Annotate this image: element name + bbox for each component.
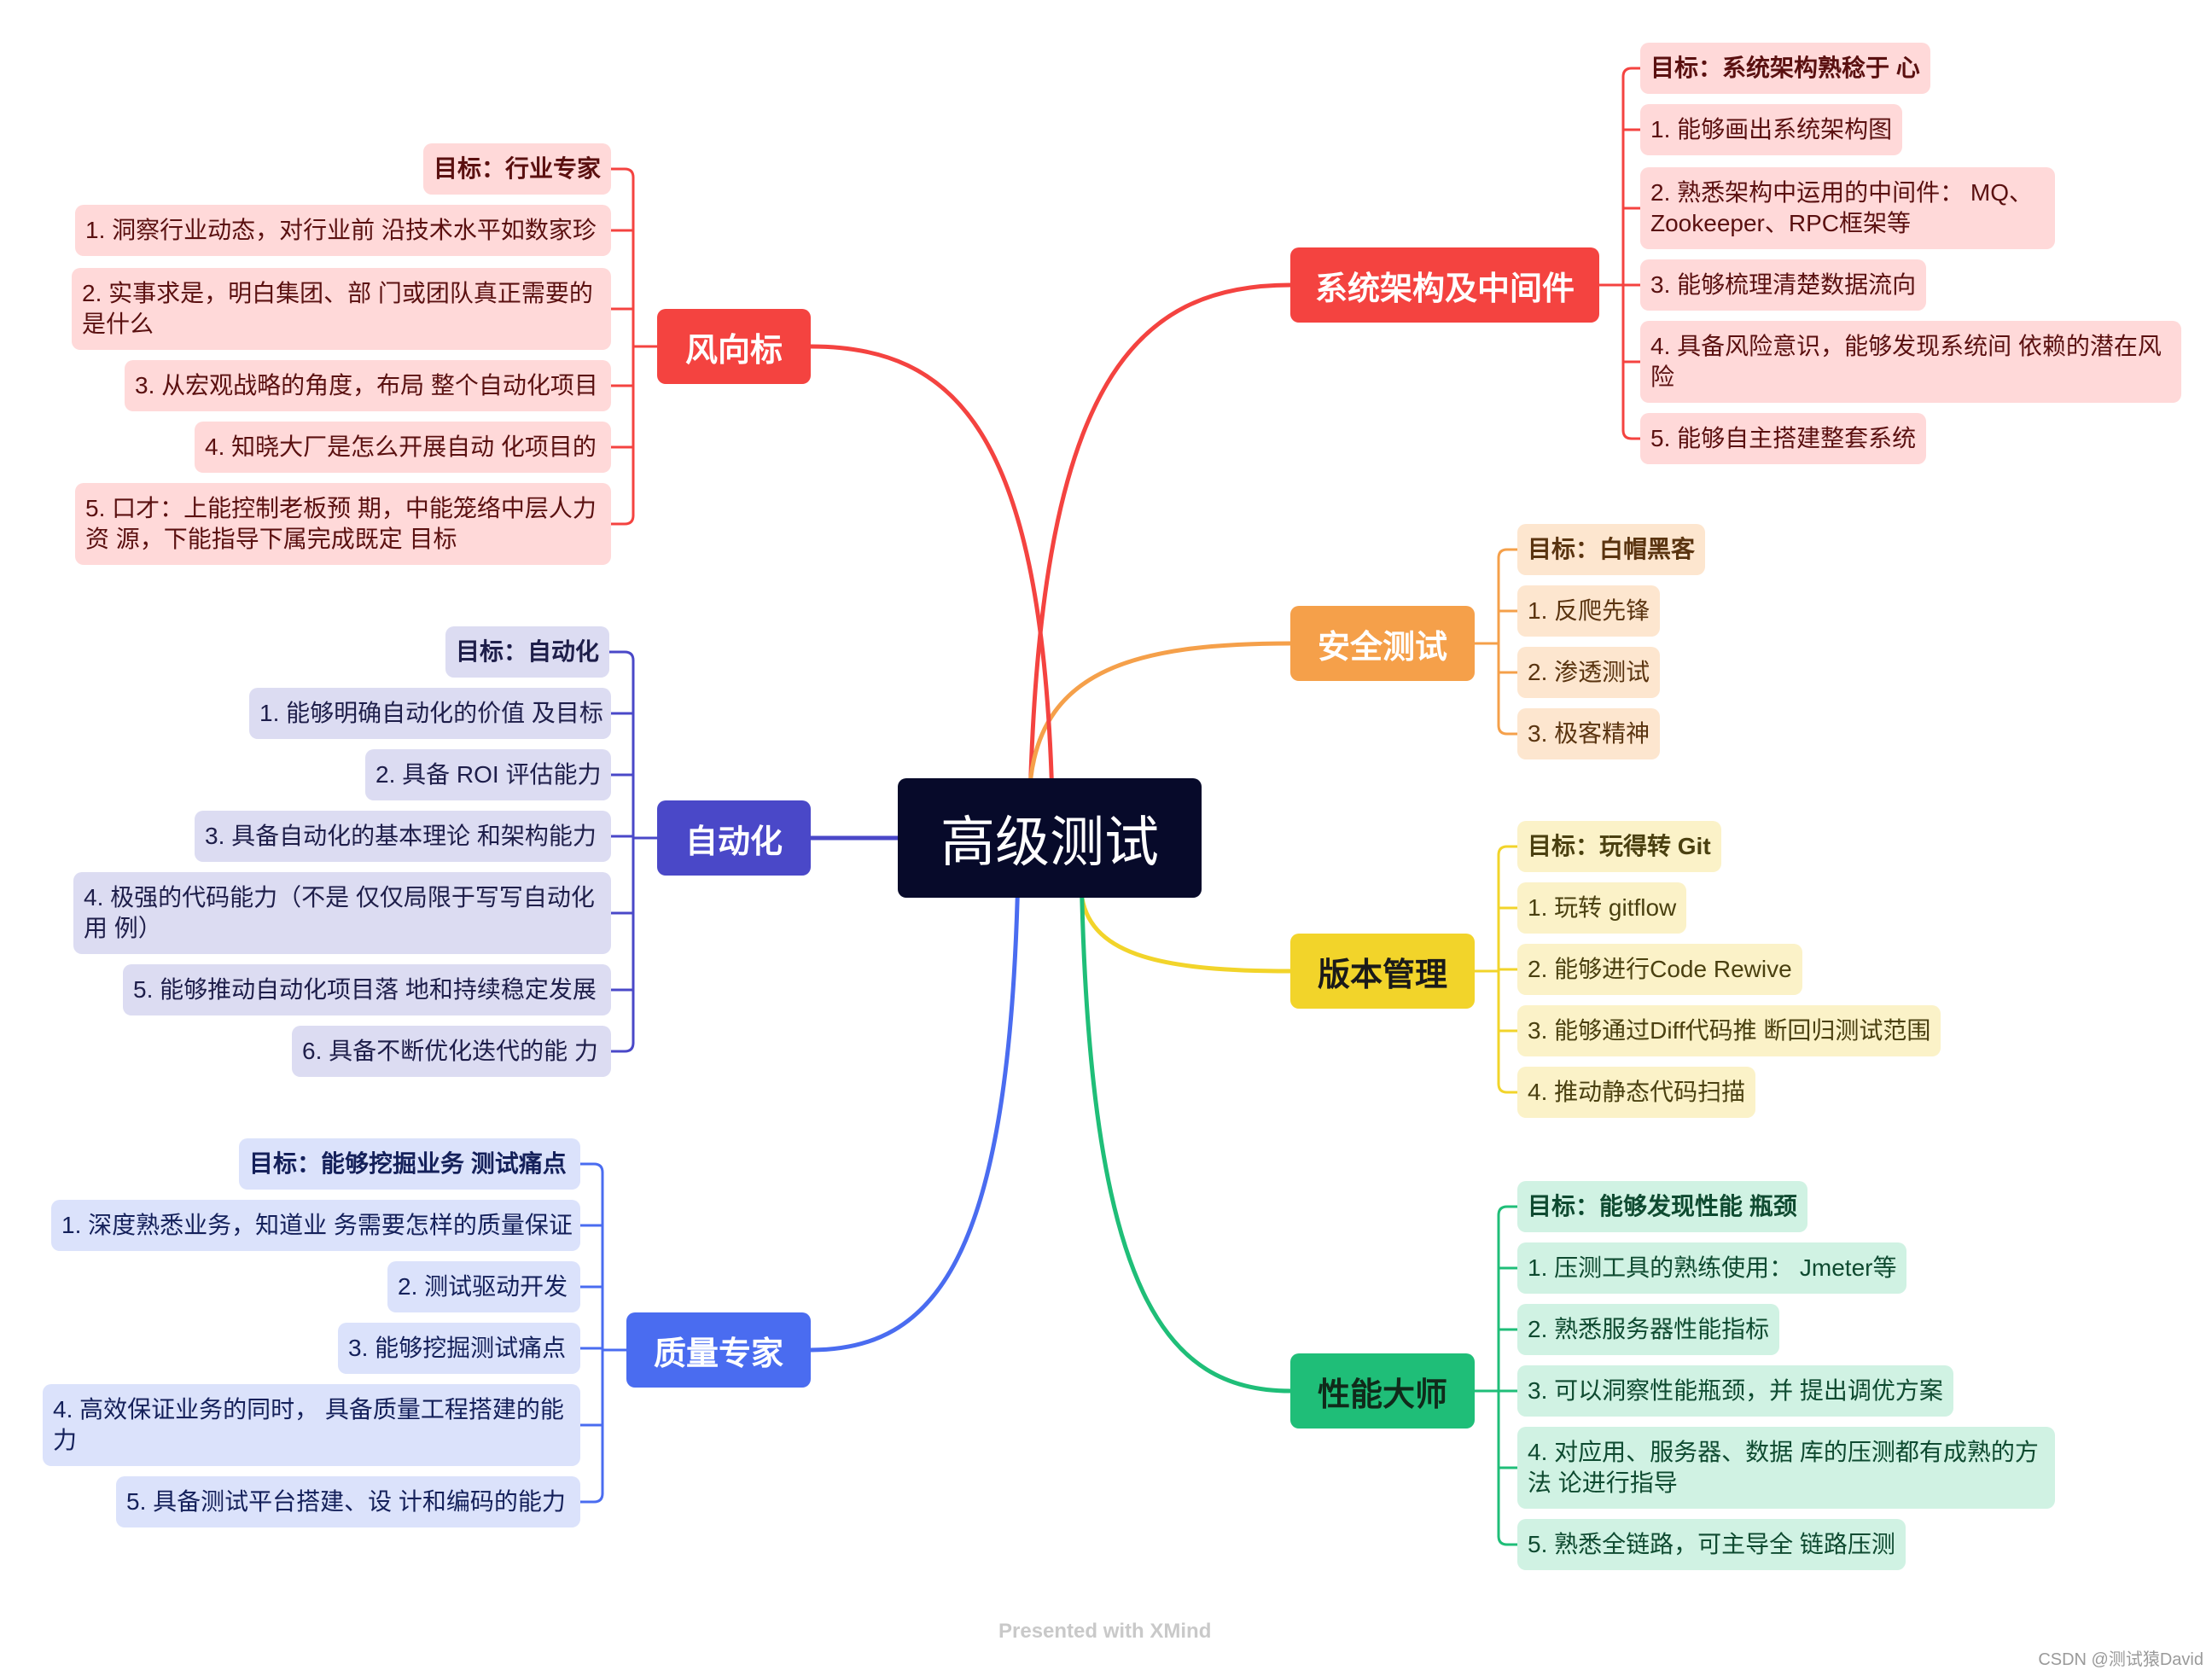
watermark: CSDN @测试猿David [2038, 1650, 2203, 1669]
quality-item-3[interactable]: 3. 能够挖掘测试痛点 [338, 1323, 580, 1374]
wind-item-1[interactable]: 1. 洞察行业动态，对行业前 沿技术水平如数家珍 [75, 205, 611, 256]
arch-item-5[interactable]: 5. 能够自主搭建整套系统 [1640, 413, 1927, 464]
quality-item-1[interactable]: 1. 深度熟悉业务，知道业 务需要怎样的质量保证 [51, 1200, 580, 1251]
security-item-3[interactable]: 3. 极客精神 [1517, 708, 1661, 759]
wind-goal[interactable]: 目标：行业专家 [423, 143, 612, 195]
branch-arch[interactable]: 系统架构及中间件 [1290, 247, 1599, 323]
automation-item-4[interactable]: 4. 极强的代码能力（不是 仅仅局限于写写自动化用 例） [73, 872, 611, 954]
security-item-1[interactable]: 1. 反爬先锋 [1517, 585, 1661, 637]
branch-wind-vane[interactable]: 风向标 [657, 309, 811, 384]
automation-item-5[interactable]: 5. 能够推动自动化项目落 地和持续稳定发展 [123, 964, 611, 1015]
performance-item-4[interactable]: 4. 对应用、服务器、数据 库的压测都有成熟的方法 论进行指导 [1517, 1427, 2055, 1509]
arch-goal[interactable]: 目标：系统架构熟稔于 心 [1640, 43, 1930, 94]
footer-credit: Presented with XMind [998, 1620, 1212, 1643]
wind-item-5[interactable]: 5. 口才：上能控制老板预 期，中能笼络中层人力资 源，下能指导下属完成既定 目… [75, 483, 611, 565]
version-goal[interactable]: 目标：玩得转 Git [1517, 821, 1721, 872]
performance-goal[interactable]: 目标：能够发现性能 瓶颈 [1517, 1181, 1807, 1232]
version-item-1[interactable]: 1. 玩转 gitflow [1517, 882, 1687, 934]
wind-item-2[interactable]: 2. 实事求是，明白集团、部 门或团队真正需要的是什么 [72, 268, 611, 350]
branch-quality[interactable]: 质量专家 [626, 1312, 811, 1388]
automation-item-2[interactable]: 2. 具备 ROI 评估能力 [365, 749, 611, 800]
central-topic[interactable]: 高级测试 [898, 778, 1202, 898]
branch-version[interactable]: 版本管理 [1290, 934, 1475, 1009]
arch-item-3[interactable]: 3. 能够梳理清楚数据流向 [1640, 259, 1927, 311]
automation-item-1[interactable]: 1. 能够明确自动化的价值 及目标 [249, 688, 611, 739]
quality-goal[interactable]: 目标：能够挖掘业务 测试痛点 [239, 1138, 580, 1190]
automation-item-6[interactable]: 6. 具备不断优化迭代的能 力 [292, 1026, 611, 1077]
version-item-3[interactable]: 3. 能够通过Diff代码推 断回归测试范围 [1517, 1005, 1941, 1056]
automation-item-3[interactable]: 3. 具备自动化的基本理论 和架构能力 [195, 811, 611, 862]
arch-item-2[interactable]: 2. 熟悉架构中运用的中间件： MQ、Zookeeper、RPC框架等 [1640, 167, 2055, 249]
branch-automation[interactable]: 自动化 [657, 800, 811, 876]
performance-item-1[interactable]: 1. 压测工具的熟练使用： Jmeter等 [1517, 1242, 1907, 1294]
quality-item-5[interactable]: 5. 具备测试平台搭建、设 计和编码的能力 [116, 1476, 580, 1527]
version-item-2[interactable]: 2. 能够进行Code Rewive [1517, 944, 1802, 995]
performance-item-2[interactable]: 2. 熟悉服务器性能指标 [1517, 1304, 1780, 1355]
branch-performance[interactable]: 性能大师 [1290, 1353, 1475, 1429]
arch-item-4[interactable]: 4. 具备风险意识，能够发现系统间 依赖的潜在风险 [1640, 321, 2181, 403]
security-goal[interactable]: 目标：白帽黑客 [1517, 524, 1706, 575]
security-item-2[interactable]: 2. 渗透测试 [1517, 647, 1661, 698]
automation-goal[interactable]: 目标：自动化 [445, 626, 610, 678]
version-item-4[interactable]: 4. 推动静态代码扫描 [1517, 1067, 1756, 1118]
performance-item-5[interactable]: 5. 熟悉全链路，可主导全 链路压测 [1517, 1519, 1906, 1570]
wind-item-4[interactable]: 4. 知晓大厂是怎么开展自动 化项目的 [195, 422, 611, 473]
quality-item-2[interactable]: 2. 测试驱动开发 [387, 1261, 580, 1312]
arch-item-1[interactable]: 1. 能够画出系统架构图 [1640, 104, 1903, 155]
branch-security[interactable]: 安全测试 [1290, 606, 1475, 681]
performance-item-3[interactable]: 3. 可以洞察性能瓶颈，并 提出调优方案 [1517, 1365, 1953, 1417]
quality-item-4[interactable]: 4. 高效保证业务的同时， 具备质量工程搭建的能力 [43, 1384, 580, 1466]
wind-item-3[interactable]: 3. 从宏观战略的角度，布局 整个自动化项目 [125, 360, 611, 411]
